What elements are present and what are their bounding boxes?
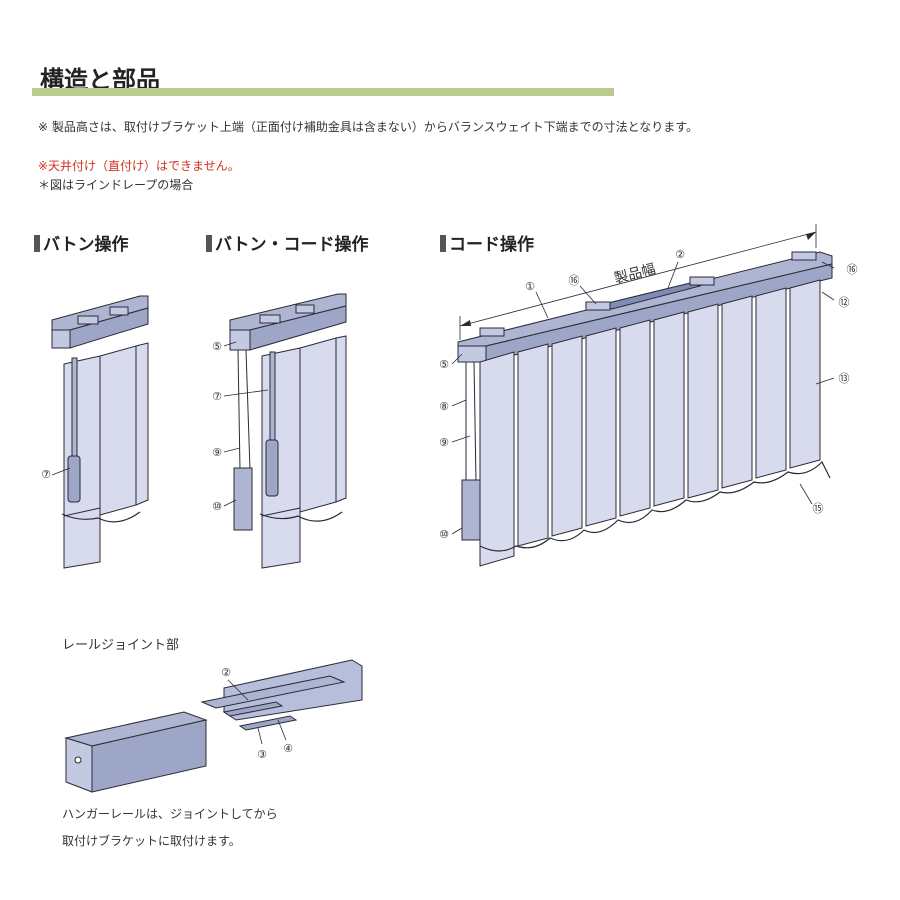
callout-5: ⑤	[212, 340, 222, 353]
callout-2: ②	[221, 666, 231, 679]
section-baton-cord-label: バトン・コード操作	[215, 235, 369, 255]
section-cord: コード操作	[440, 230, 534, 255]
callout-15: ⑮	[813, 502, 824, 515]
title-underline	[32, 88, 614, 96]
joint-caption-1: ハンガーレールは、ジョイントしてから	[62, 807, 278, 821]
baton-cord-diagram: ⑤ ⑦ ⑨ ⑩	[212, 293, 347, 569]
dimension-label: 製品幅	[613, 261, 658, 287]
callout-7: ⑦	[212, 390, 222, 403]
callout-16: ⑯	[569, 274, 580, 287]
joint-caption-2: 取付けブラケットに取付けます。	[62, 834, 241, 848]
callout-9: ⑨	[212, 446, 222, 459]
callout-9: ⑨	[439, 436, 449, 449]
joint-title: レールジョイント部	[62, 638, 180, 653]
callout-10: ⑩	[212, 500, 222, 513]
rail-joint-diagram: ② ③ ④	[64, 659, 363, 793]
callout-7: ⑦	[41, 468, 51, 481]
baton-diagram: ⑦	[41, 295, 149, 569]
section-marker	[206, 235, 212, 252]
section-marker	[34, 235, 40, 252]
callout-16: ⑯	[847, 263, 858, 276]
callout-5: ⑤	[439, 358, 449, 371]
callout-8: ⑧	[439, 400, 449, 413]
callout-10: ⑩	[439, 528, 449, 541]
callout-12: ⑫	[839, 296, 850, 309]
section-baton: バトン操作	[34, 230, 129, 255]
callout-4: ④	[283, 742, 293, 755]
callout-2: ②	[675, 248, 685, 261]
callout-3: ③	[257, 748, 267, 761]
section-baton-cord: バトン・コード操作	[206, 230, 369, 255]
ceiling-warning: ※天井付け（直付け）はできません。	[38, 159, 240, 173]
figure-note: ＊図はラインドレープの場合	[38, 178, 194, 192]
cord-diagram: 製品幅 ①	[439, 224, 858, 567]
height-note: ※ 製品高さは、取付けブラケット上端（正面付け補助金具は含まない）からバランスウ…	[38, 120, 699, 134]
section-cord-label: コード操作	[449, 235, 534, 255]
section-baton-label: バトン操作	[43, 235, 129, 255]
callout-13: ⑬	[839, 372, 850, 385]
callout-1: ①	[525, 280, 535, 293]
section-marker	[440, 235, 446, 252]
